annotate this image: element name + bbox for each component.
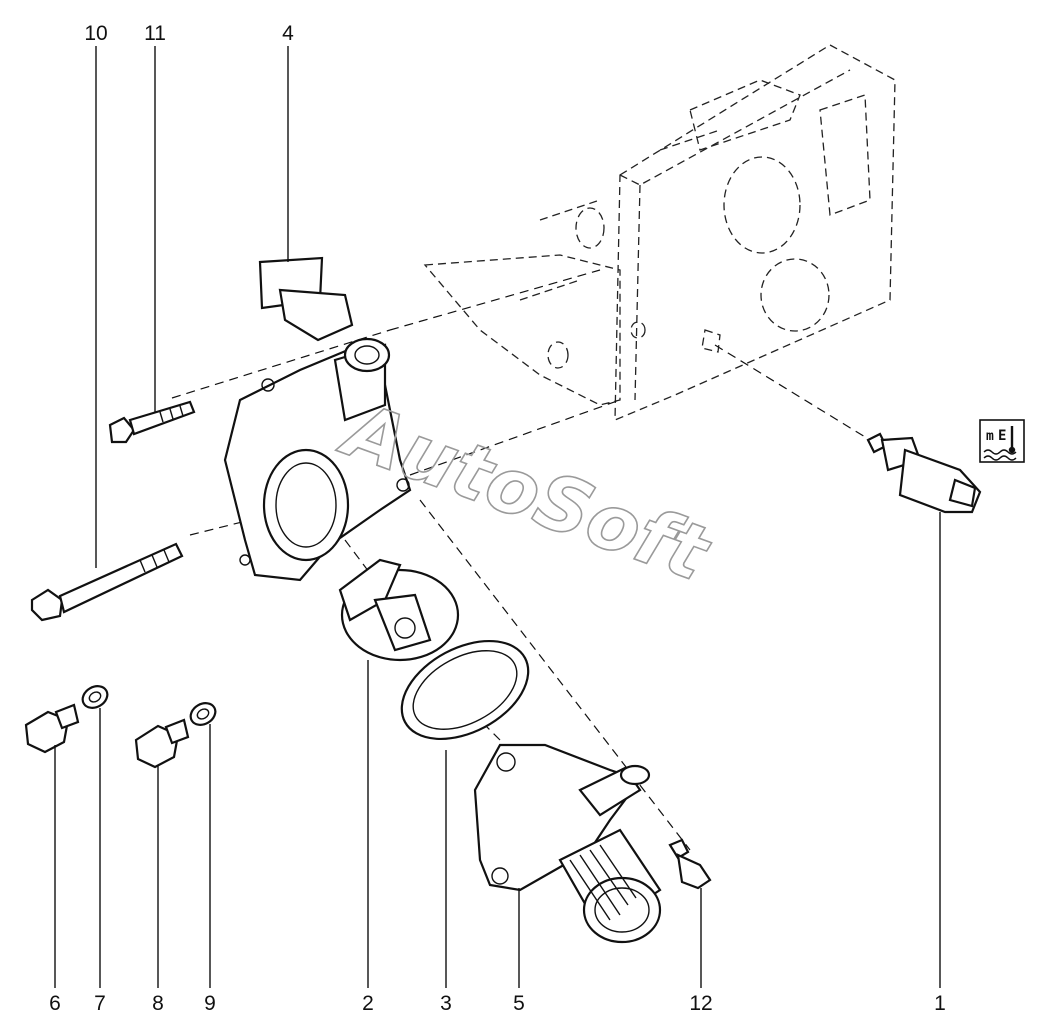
callout-5: 5 [513, 992, 525, 1015]
coolant-temperature-icon: m E [979, 419, 1025, 463]
bolt-short [108, 400, 196, 444]
callout-12: 12 [689, 992, 712, 1015]
thermostat-housing [223, 256, 412, 582]
callout-9: 9 [204, 992, 216, 1015]
coolant-outlet-housing [473, 743, 662, 944]
drain-plug-6 [24, 703, 80, 754]
callout-11: 11 [144, 22, 166, 45]
callout-1: 1 [934, 992, 946, 1015]
callout-3: 3 [440, 992, 452, 1015]
coolant-temperature-sensor [866, 432, 982, 514]
drain-plug-8 [134, 718, 190, 769]
callout-8: 8 [152, 992, 164, 1015]
callout-10: 10 [84, 22, 107, 45]
bolt-long [30, 542, 184, 622]
callout-2: 2 [362, 992, 374, 1015]
callout-labels: 10 11 4 6 7 8 9 2 3 5 12 1 [49, 22, 946, 1015]
o-ring-seal [400, 639, 530, 741]
thermostat [338, 558, 460, 662]
engine-block [423, 44, 896, 421]
callout-4: 4 [282, 22, 294, 45]
washer-7 [81, 685, 109, 709]
callout-6: 6 [49, 992, 61, 1015]
bolt-small [668, 838, 712, 890]
washer-9 [189, 702, 217, 726]
callout-7: 7 [94, 992, 106, 1015]
leader-lines [54, 46, 941, 988]
svg-text:E: E [998, 428, 1006, 444]
svg-text:m: m [986, 429, 994, 444]
